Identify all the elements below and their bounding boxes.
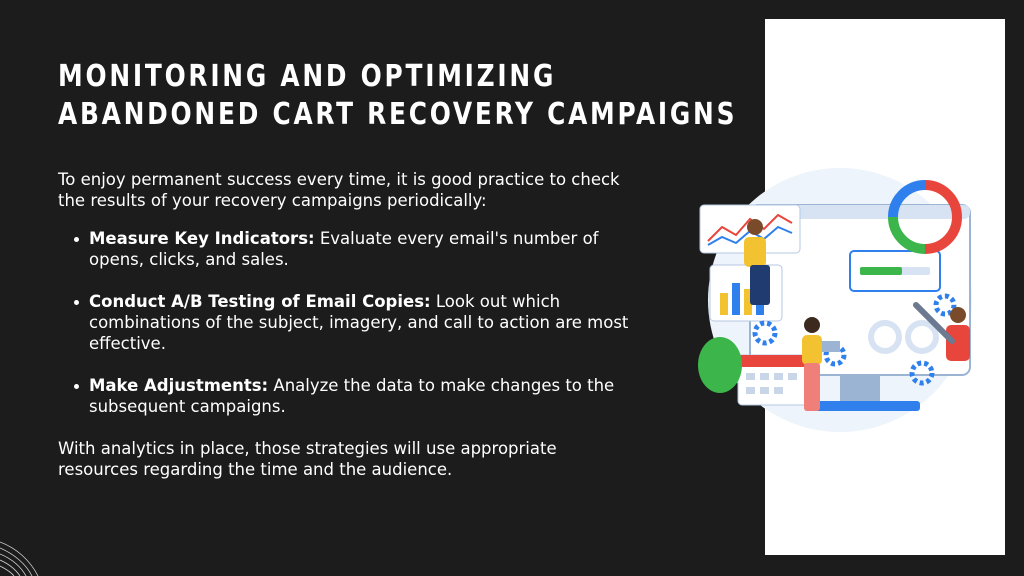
- analytics-illustration: [698, 168, 972, 432]
- person-laptop-figure: [802, 317, 840, 411]
- bullet-heading: Make Adjustments:: [89, 376, 269, 395]
- progress-card: [849, 250, 941, 292]
- bullet-item-ab-testing: Conduct A/B Testing of Email Copies: Loo…: [58, 291, 633, 354]
- person-analyst-figure: [744, 219, 770, 305]
- bullet-text: Analyze the data to make changes to the …: [89, 376, 615, 416]
- slide-title: MONITORING AND OPTIMIZING ABANDONED CART…: [58, 58, 738, 134]
- bullet-item-adjustments: Make Adjustments: Analyze the data to ma…: [58, 375, 633, 417]
- bullet-text: Evaluate every email's number of opens, …: [89, 229, 599, 269]
- slide-title-line-2: ABANDONED CART RECOVERY CAMPAIGNS: [58, 97, 738, 132]
- plant-icon: [698, 337, 742, 393]
- donut-chart-icon: [868, 320, 939, 354]
- intro-paragraph: To enjoy permanent success every time, i…: [58, 170, 620, 210]
- refresh-cycle-icon: [888, 180, 962, 254]
- bullet-item-measure: Measure Key Indicators: Evaluate every e…: [58, 228, 633, 270]
- calendar-icon: [737, 354, 809, 406]
- bar-chart-icon: [709, 264, 783, 322]
- slide-title-line-1: MONITORING AND OPTIMIZING: [58, 59, 557, 94]
- bullet-list: Measure Key Indicators: Evaluate every e…: [58, 228, 633, 417]
- bullet-heading: Measure Key Indicators:: [89, 229, 315, 248]
- slide-body: To enjoy permanent success every time, i…: [58, 169, 633, 480]
- bullet-text: Look out which combinations of the subje…: [89, 292, 629, 353]
- outro-paragraph: With analytics in place, those strategie…: [58, 439, 557, 479]
- bullet-heading: Conduct A/B Testing of Email Copies:: [89, 292, 431, 311]
- wrench-icon: [913, 302, 970, 361]
- corner-wave-decoration: [0, 541, 39, 576]
